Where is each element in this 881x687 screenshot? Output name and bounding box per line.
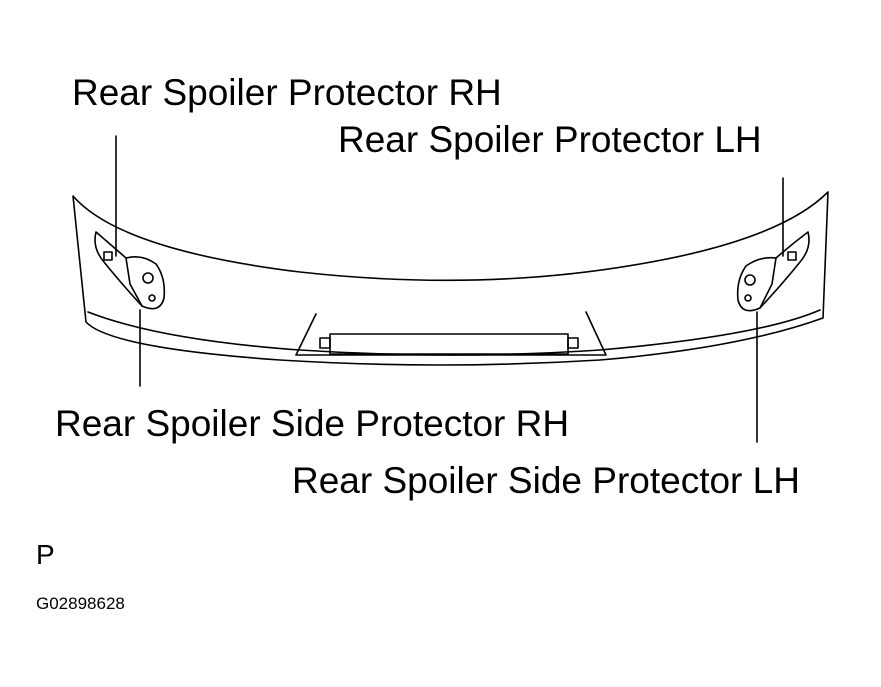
protector-lh-divider xyxy=(759,257,777,309)
protector-lh-bolt-2 xyxy=(744,294,752,302)
protector-rh-bolt-1 xyxy=(142,272,154,284)
protector-lh-hole xyxy=(787,251,797,261)
protector-rh-shape xyxy=(94,231,166,310)
spoiler-body-outline xyxy=(72,191,829,366)
protector-rh-divider xyxy=(125,257,143,307)
label-rear-spoiler-protector-lh: Rear Spoiler Protector LH xyxy=(338,119,762,160)
label-rear-spoiler-side-protector-rh: Rear Spoiler Side Protector RH xyxy=(55,403,570,444)
label-rear-spoiler-protector-rh: Rear Spoiler Protector RH xyxy=(72,72,502,113)
spoiler-inner-edge xyxy=(87,309,821,356)
protector-rh-bolt-2 xyxy=(148,294,156,302)
page-marker: P xyxy=(36,539,55,570)
brake-light-lens xyxy=(329,333,569,355)
protector-lh-bolt-1 xyxy=(744,274,756,286)
brake-light-housing xyxy=(295,311,607,356)
figure-code: G02898628 xyxy=(36,594,125,613)
brake-light-tab-right xyxy=(567,337,579,349)
protector-rh-hole xyxy=(103,251,113,261)
brake-light-tab-left xyxy=(319,337,331,349)
label-rear-spoiler-side-protector-lh: Rear Spoiler Side Protector LH xyxy=(292,460,800,501)
